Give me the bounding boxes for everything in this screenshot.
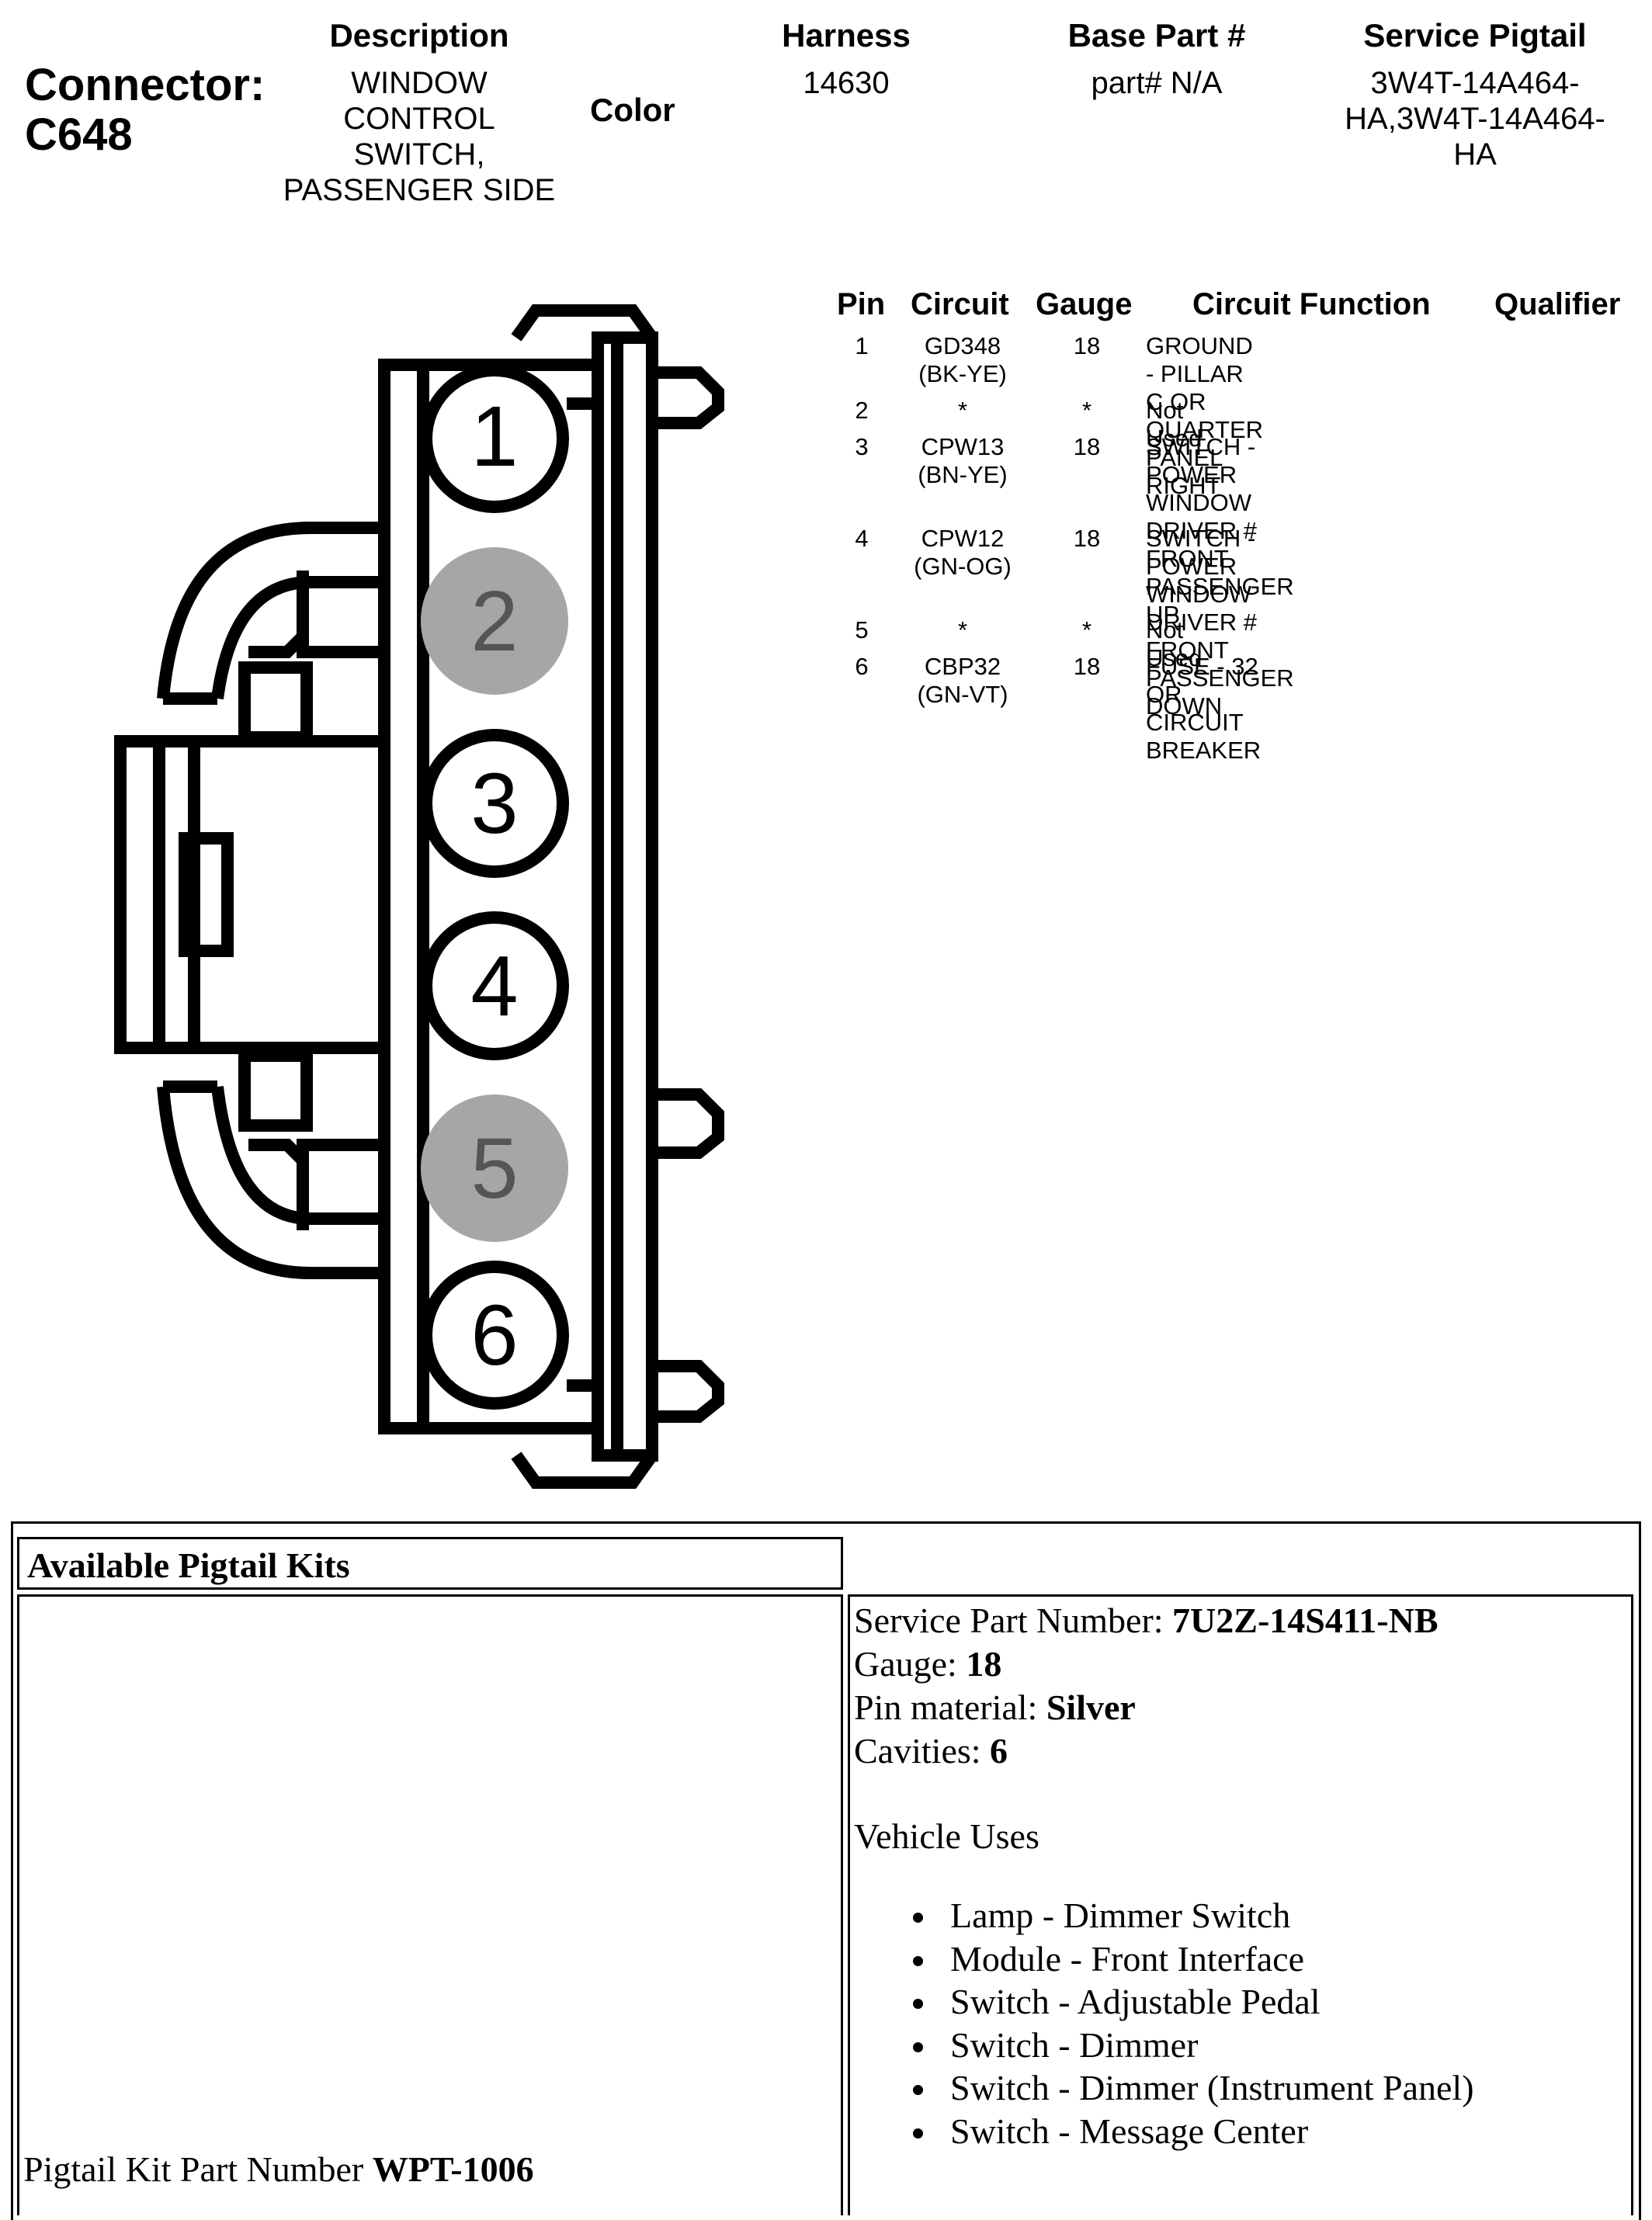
service-pigtail-header: Service Pigtail (1363, 17, 1587, 54)
cavity-2: 2 (421, 547, 568, 695)
description-value: WINDOW CONTROL SWITCH, PASSENGER SIDE (283, 66, 556, 207)
color-header: Color (590, 92, 675, 128)
harness-header: Harness (782, 17, 911, 54)
connector-title: Connector: C648 (25, 61, 265, 160)
gauge-col-header: Gauge (1036, 287, 1133, 321)
kit-gauge: Gauge: 18 (854, 1644, 1002, 1684)
pigtail-kits-frame (11, 1521, 1641, 2220)
service-pigtail-value: 3W4T-14A464- HA,3W4T-14A464- HA (1345, 66, 1605, 172)
function-col-header: Circuit Function (1192, 287, 1431, 321)
cavity-label-4: 4 (470, 938, 518, 1034)
pin-material: Pin material: Silver (854, 1688, 1136, 1727)
connector-label: Connector: (25, 60, 266, 110)
cavity-3: 3 (420, 729, 569, 878)
harness-value: 14630 (803, 66, 890, 100)
pigtail-kits-title: Available Pigtail Kits (17, 1537, 843, 1590)
list-item: Switch - Adjustable Pedal (893, 1980, 1474, 2024)
cavity-label-1: 1 (470, 389, 518, 484)
cavity-label-6: 6 (470, 1288, 518, 1383)
cavity-label-5: 5 (470, 1121, 518, 1216)
cavities: 1 2 3 4 5 6 (420, 364, 569, 1410)
base-part-header: Base Part # (1067, 17, 1246, 54)
vehicle-uses-label: Vehicle Uses (854, 1816, 1039, 1856)
connector-id: C648 (25, 109, 133, 160)
list-item: Switch - Dimmer (Instrument Panel) (893, 2066, 1474, 2110)
list-item: Lamp - Dimmer Switch (893, 1894, 1474, 1937)
list-item: Switch - Dimmer (893, 2024, 1474, 2067)
base-part-value: part# N/A (1091, 66, 1223, 100)
pigtail-kit-part-number: Pigtail Kit Part Number WPT-1006 (23, 2149, 534, 2189)
qualifier-col-header: Qualifier (1494, 287, 1621, 321)
description-header: Description (329, 17, 509, 54)
service-part-number: Service Part Number: 7U2Z-14S411-NB (854, 1601, 1439, 1640)
cavity-1: 1 (420, 364, 569, 513)
connector-diagram: 1 2 3 4 5 6 (114, 304, 724, 1489)
pin-col-header: Pin (837, 287, 886, 321)
cavity-label-2: 2 (470, 574, 518, 669)
kit-details-cell (848, 1594, 1633, 2215)
list-item: Module - Front Interface (893, 1937, 1474, 1981)
connector-body (114, 304, 724, 1489)
list-item: Switch - Message Center (893, 2110, 1474, 2153)
cavity-label-3: 3 (470, 756, 518, 852)
circuit-col-header: Circuit (911, 287, 1009, 321)
vehicle-uses-list: Lamp - Dimmer Switch Module - Front Inte… (893, 1894, 1474, 2152)
cavities-count: Cavities: 6 (854, 1731, 1008, 1771)
cavity-5: 5 (421, 1094, 568, 1242)
cavity-4: 4 (420, 911, 569, 1060)
cavity-6: 6 (420, 1261, 569, 1410)
kit-image-cell (17, 1594, 843, 2215)
